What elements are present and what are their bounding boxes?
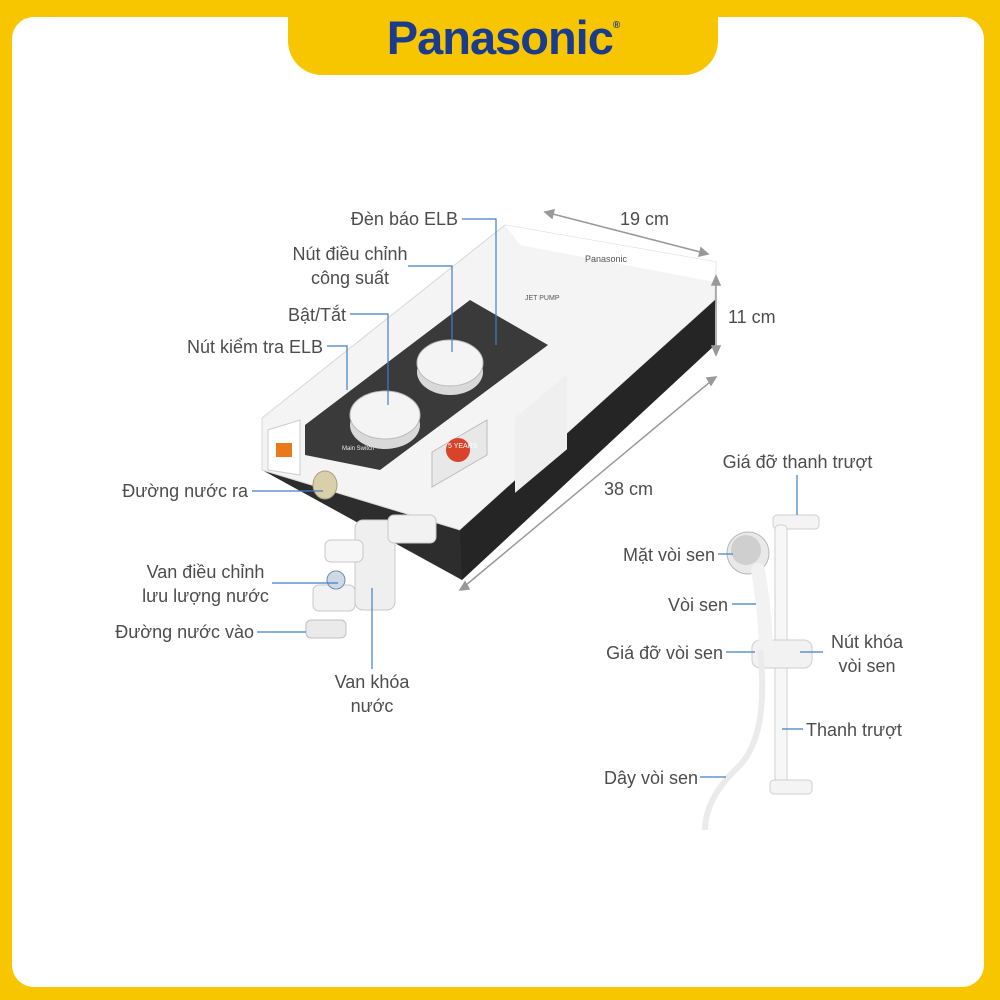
valve-assembly bbox=[305, 514, 437, 639]
shutoff-valve-label-line1: Van khóa bbox=[334, 672, 410, 692]
elb-lamp-label: Đèn báo ELB bbox=[350, 209, 458, 229]
cover-brand: Panasonic bbox=[585, 254, 628, 264]
water-in-label: Đường nước vào bbox=[115, 622, 254, 642]
elb-test-button bbox=[276, 443, 292, 457]
depth-label: 11 cm bbox=[728, 307, 776, 327]
shower-set bbox=[702, 514, 820, 831]
cover-pump: JET PUMP bbox=[525, 295, 560, 302]
flow-valve-label-line1: Van điều chỉnh bbox=[146, 562, 265, 582]
shower-head bbox=[751, 563, 773, 657]
switch-text: Main Switch bbox=[342, 446, 374, 452]
width-label: 19 cm bbox=[620, 209, 670, 229]
shower-face-label: Mặt vòi sen bbox=[622, 545, 715, 565]
shutoff-valve-label-line2: nước bbox=[350, 696, 394, 716]
power-knob-label-line1: Nút điều chỉnh bbox=[292, 244, 408, 264]
warranty-badge: 5 YEARS bbox=[431, 419, 488, 488]
flow-valve-label-line2: lưu lượng nước bbox=[142, 586, 269, 606]
height-label: 38 cm bbox=[604, 479, 654, 499]
water-out-label: Đường nước ra bbox=[122, 481, 248, 501]
hose-label: Dây vòi sen bbox=[603, 768, 698, 788]
water-outlet bbox=[312, 470, 338, 500]
slide-holder-label: Giá đỡ thanh trượt bbox=[722, 452, 873, 472]
lock-knob-label-line1: Nút khóa bbox=[830, 632, 904, 652]
shower-head-label: Vòi sen bbox=[667, 595, 728, 615]
water-heater: Panasonic JET PUMP Main Switch 5 YEARS bbox=[261, 224, 717, 639]
on-off-knob bbox=[349, 390, 421, 449]
power-knob bbox=[416, 339, 484, 395]
brand-logo: Panasonic® bbox=[386, 11, 621, 64]
lock-knob-label-line2: vòi sen bbox=[838, 656, 896, 676]
svg-text:5 YEARS: 5 YEARS bbox=[448, 443, 478, 450]
leader-lines bbox=[252, 218, 823, 778]
elb-test-label: Nút kiểm tra ELB bbox=[186, 337, 323, 357]
shower-hose bbox=[702, 649, 766, 831]
brand-tab bbox=[288, 0, 718, 75]
on-off-label: Bật/Tắt bbox=[287, 305, 346, 325]
power-knob-label-line2: công suất bbox=[310, 268, 390, 288]
dimension-lines bbox=[458, 209, 722, 591]
head-holder-label: Giá đỡ vòi sen bbox=[606, 643, 723, 663]
slide-bar-label: Thanh trượt bbox=[806, 720, 902, 740]
